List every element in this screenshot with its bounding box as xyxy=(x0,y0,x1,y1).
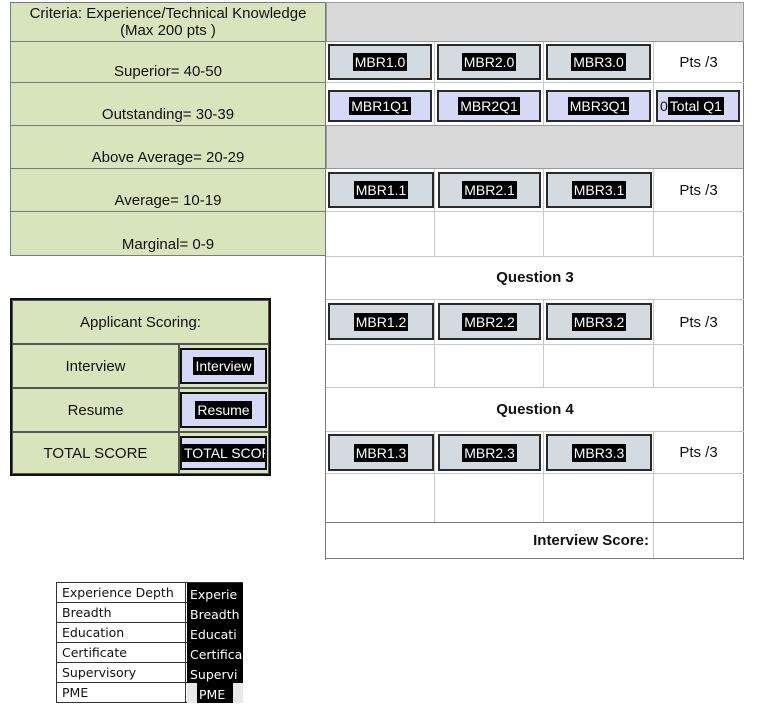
summary-label: Certificate xyxy=(56,643,186,663)
resume-field[interactable]: Resume xyxy=(180,392,267,428)
field-value: MBR3.0 xyxy=(571,53,626,71)
summary-value-field[interactable]: Supervi xyxy=(187,663,243,683)
interview-score-label: Interview Score: xyxy=(533,532,649,549)
criteria-level-average: Average= 10-19 xyxy=(10,168,326,212)
mbr1-0-field[interactable]: MBR1.0 xyxy=(328,44,432,80)
total-score-field[interactable]: TOTAL SCOR xyxy=(180,436,267,470)
field-value: MBR1.3 xyxy=(353,443,409,462)
mbr3-2-field[interactable]: MBR3.2 xyxy=(546,303,652,340)
criteria-title: Criteria: Experience/Technical Knowledge xyxy=(29,5,307,22)
mbr2-0-field[interactable]: MBR2.0 xyxy=(437,44,541,80)
summary-row-education: Education Educati xyxy=(56,623,243,643)
summary-row-breadth: Breadth Breadth xyxy=(56,603,243,623)
mbr2-1-field[interactable]: MBR2.1 xyxy=(438,172,541,208)
field-value: MBR1.2 xyxy=(353,312,409,331)
criteria-level-label: Outstanding= 30-39 xyxy=(101,106,235,123)
mbr2-3-field[interactable]: MBR2.3 xyxy=(438,434,541,471)
resume-label: Resume xyxy=(12,388,179,432)
mbr3-q1-field[interactable]: MBR3Q1 xyxy=(546,90,651,122)
summary-value-field[interactable]: Educati xyxy=(187,623,243,643)
summary-row-pme: PME PME xyxy=(56,683,243,703)
total-q1-field[interactable]: 0 Total Q1 xyxy=(656,90,740,122)
summary-row-certificate: Certificate Certifica xyxy=(56,643,243,663)
grid-spacer-band xyxy=(326,125,744,169)
summary-label: Breadth xyxy=(56,603,186,623)
criteria-max-points: (Max 200 pts ) xyxy=(120,22,216,39)
interview-score-field[interactable] xyxy=(654,523,743,558)
field-value: Interview xyxy=(193,357,254,375)
question-4-label: Question 4 xyxy=(496,401,574,418)
summary-label: Education xyxy=(56,623,186,643)
field-value: MBR3Q1 xyxy=(567,97,630,115)
summary-value-field[interactable]: Breadth xyxy=(187,603,243,623)
field-value: MBR2.1 xyxy=(462,181,517,199)
criteria-level-above-average: Above Average= 20-29 xyxy=(10,125,326,169)
summary-value-field[interactable]: PME xyxy=(187,683,243,703)
total-score-label: TOTAL SCORE xyxy=(12,432,179,474)
question-3-label: Question 3 xyxy=(496,269,574,286)
field-value: MBR1.0 xyxy=(352,53,408,71)
total-q1-value: 0 xyxy=(660,98,668,114)
criteria-level-label: Above Average= 20-29 xyxy=(91,149,245,166)
field-value: Resume xyxy=(195,401,252,419)
field-value: MBR2Q1 xyxy=(458,97,520,115)
grid-header-band xyxy=(326,2,744,42)
summary-label: PME xyxy=(56,683,186,703)
mbr1-1-field[interactable]: MBR1.1 xyxy=(328,172,434,208)
summary-label: Experience Depth xyxy=(56,583,186,603)
interview-field[interactable]: Interview xyxy=(180,348,267,384)
applicant-scoring-panel xyxy=(10,298,271,476)
field-value: MBR1.1 xyxy=(353,181,409,199)
criteria-level-outstanding: Outstanding= 30-39 xyxy=(10,82,326,126)
applicant-scoring-title: Applicant Scoring: xyxy=(12,300,269,344)
criteria-level-superior: Superior= 40-50 xyxy=(10,41,326,83)
field-value: MBR2.3 xyxy=(462,443,517,462)
criteria-level-label: Superior= 40-50 xyxy=(114,63,222,80)
interview-label: Interview xyxy=(12,344,179,388)
summary-row-supervisory: Supervisory Supervi xyxy=(56,663,243,683)
summary-value-field[interactable]: Certifica xyxy=(187,643,243,663)
mbr3-1-field[interactable]: MBR3.1 xyxy=(546,172,652,208)
summary-value-field[interactable]: Experie xyxy=(187,583,243,603)
field-value: MBR3.3 xyxy=(571,443,627,462)
field-value: MBR3.2 xyxy=(571,312,627,331)
field-value: MBR1Q1 xyxy=(349,97,411,115)
field-value: TOTAL SCOR xyxy=(182,444,265,462)
mbr1-q1-field[interactable]: MBR1Q1 xyxy=(328,90,432,122)
mbr1-2-field[interactable]: MBR1.2 xyxy=(328,303,434,340)
criteria-level-label: Average= 10-19 xyxy=(114,192,222,209)
points-label: Pts /3 xyxy=(679,313,718,331)
points-label: Pts /3 xyxy=(679,181,718,199)
points-label: Pts /3 xyxy=(679,443,718,461)
criteria-level-label: Marginal= 0-9 xyxy=(121,236,215,253)
mbr2-q1-field[interactable]: MBR2Q1 xyxy=(437,90,541,122)
criteria-header: Criteria: Experience/Technical Knowledge… xyxy=(10,2,326,42)
mbr2-2-field[interactable]: MBR2.2 xyxy=(438,303,541,340)
mbr3-3-field[interactable]: MBR3.3 xyxy=(546,434,652,471)
summary-row-experience-depth: Experience Depth Experie xyxy=(56,583,243,603)
mbr1-3-field[interactable]: MBR1.3 xyxy=(328,434,434,471)
field-value: MBR2.0 xyxy=(461,53,517,71)
mbr3-0-field[interactable]: MBR3.0 xyxy=(546,44,651,80)
points-label: Pts /3 xyxy=(679,53,718,71)
total-q1-label: Total Q1 xyxy=(667,97,724,115)
criteria-level-marginal: Marginal= 0-9 xyxy=(10,211,326,256)
field-value: MBR3.1 xyxy=(571,181,627,199)
summary-label: Supervisory xyxy=(56,663,186,683)
field-value: MBR2.2 xyxy=(462,312,517,331)
